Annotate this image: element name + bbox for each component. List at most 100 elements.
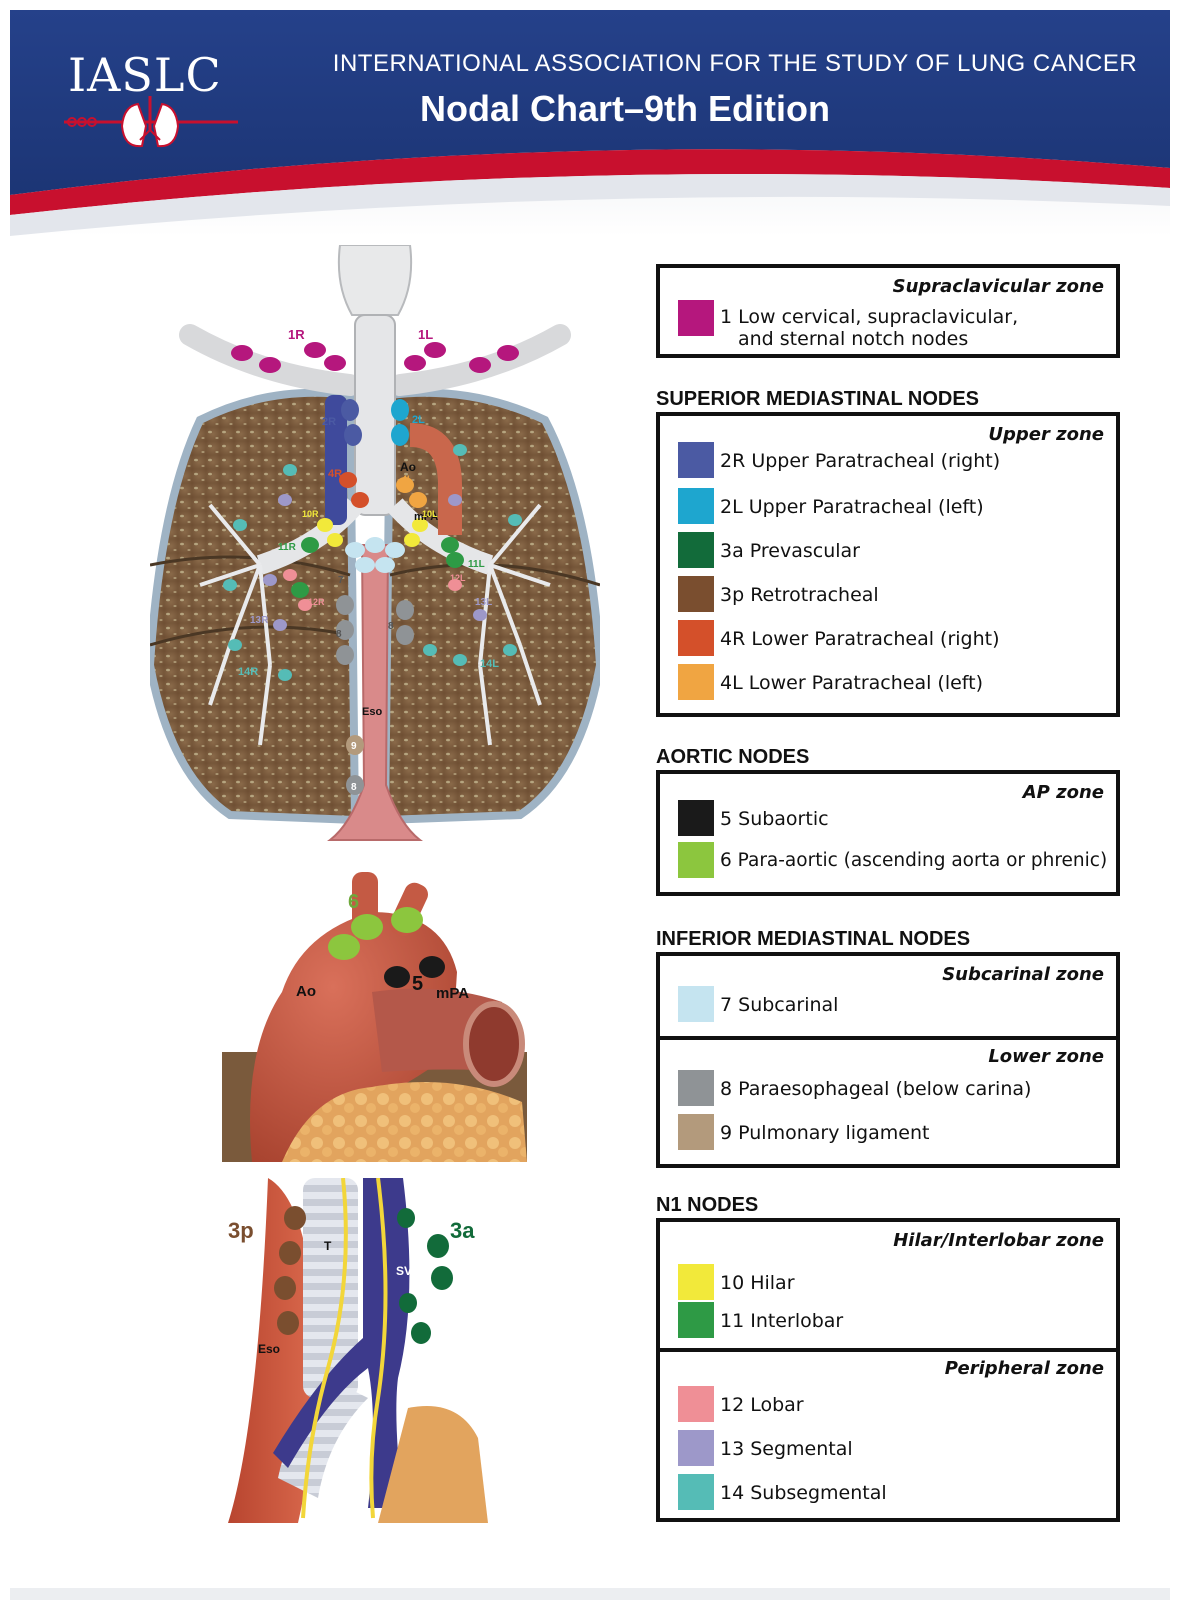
label-14r: 14R (238, 666, 258, 678)
legend-box-ap-zone: AP zone 5 Subaortic 6 Para-aortic (ascen… (656, 770, 1120, 896)
legend-label-2r: 2R Upper Paratracheal (right) (720, 450, 1001, 472)
label-ao: Ao (296, 983, 316, 1000)
lung-nodal-illustration: 1R 1L 2R 2L 4R 4L Ao mPA 7 8 8 9 8 Eso 1… (150, 245, 600, 841)
left-lung (380, 388, 600, 825)
nodes-station-13 (263, 494, 487, 631)
label-2r: 2R (322, 416, 336, 428)
nodes-station-5 (384, 956, 445, 988)
label-9: 9 (351, 741, 357, 752)
legend-label-10: 10 Hilar (720, 1272, 795, 1294)
nodes-station-4 (339, 472, 427, 508)
label-2l: 2L (412, 414, 425, 426)
legend-swatch-11 (678, 1302, 714, 1338)
legend-label-14: 14 Subsegmental (720, 1482, 887, 1504)
zone-upper: Upper zone (988, 424, 1104, 445)
label-8-right: 8 (388, 621, 394, 632)
zone-lower: Lower zone (988, 1046, 1104, 1067)
legend-label-5: 5 Subaortic (720, 808, 829, 830)
legend-swatch-10 (678, 1264, 714, 1300)
label-mpa: mPA (414, 511, 438, 523)
heading-inferior-mediastinal: INFERIOR MEDIASTINAL NODES (656, 928, 971, 950)
right-lung (150, 388, 360, 825)
legend-label-13: 13 Segmental (720, 1438, 853, 1460)
label-3a: 3a (450, 1218, 475, 1243)
header-banner: IASLC INTERNATIONAL ASSOCIATION FOR THE … (10, 10, 1170, 236)
label-6: 6 (348, 891, 359, 913)
legend-swatch-4l (678, 664, 714, 700)
legend-swatch-14 (678, 1474, 714, 1510)
label-14l: 14L (480, 658, 499, 670)
label-8-left: 8 (336, 629, 342, 640)
organization-name: INTERNATIONAL ASSOCIATION FOR THE STUDY … (332, 50, 1138, 77)
label-t: T (324, 1239, 332, 1253)
nodes-station-2 (341, 399, 409, 446)
zone-ap: AP zone (1022, 782, 1104, 803)
legend-box-upper-zone: Upper zone 2R Upper Paratracheal (right)… (656, 412, 1120, 717)
header-background (10, 10, 1170, 236)
legend-swatch-7 (678, 986, 714, 1022)
legend-swatch-13 (678, 1430, 714, 1466)
document-title: Nodal Chart–9th Edition (419, 88, 830, 129)
aortic-nodes-illustration: 6 5 Ao mPA (222, 872, 527, 1162)
mediastinum-illustration: 3p 3a T SVC Eso (228, 1178, 488, 1523)
logo-text: IASLC (68, 48, 222, 102)
label-eso: Eso (258, 1342, 280, 1356)
nodes-station-3p (274, 1206, 306, 1335)
legend-label-1-line2: and sternal notch nodes (738, 328, 969, 350)
legend-box-inferior: Subcarinal zone 7 Subcarinal Lower zone … (656, 952, 1120, 1168)
nodes-station-8 (336, 595, 414, 795)
legend-swatch-5 (678, 800, 714, 836)
legend-label-6: 6 Para-aortic (ascending aorta or phreni… (720, 850, 1108, 871)
legend-label-4r: 4R Lower Paratracheal (right) (720, 628, 1000, 650)
logo-lungs-icon (64, 96, 238, 148)
legend-label-9: 9 Pulmonary ligament (720, 1122, 930, 1144)
heading-aortic-nodes: AORTIC NODES (656, 746, 810, 768)
legend-swatch-2r (678, 442, 714, 478)
nodes-station-9 (346, 735, 364, 755)
label-10l: 10L (422, 509, 438, 519)
legend-label-7: 7 Subcarinal (720, 994, 839, 1016)
heading-superior-mediastinal: SUPERIOR MEDIASTINAL NODES (656, 388, 979, 410)
legend-swatch-9 (678, 1114, 714, 1150)
legend-swatch-8 (678, 1070, 714, 1106)
legend-swatch-3p (678, 576, 714, 612)
legend-label-2l: 2L Upper Paratracheal (left) (720, 496, 984, 518)
nodes-station-12 (283, 569, 462, 611)
legend-label-3a: 3a Prevascular (720, 540, 860, 562)
nodes-station-10 (317, 518, 428, 547)
zone-subcarinal: Subcarinal zone (942, 964, 1104, 985)
nodes-station-3a (397, 1208, 453, 1344)
nodes-station-1 (231, 342, 519, 373)
svc-vessel (325, 395, 347, 525)
nodes-station-14 (223, 444, 522, 681)
aortic-arch (409, 423, 462, 535)
label-4l: 4L (402, 474, 413, 484)
larynx (337, 245, 413, 316)
footer-bar (10, 1588, 1170, 1600)
legend-label-4l: 4L Lower Paratracheal (left) (720, 672, 984, 694)
legend-swatch-12 (678, 1386, 714, 1422)
label-svc: SVC (396, 1264, 421, 1278)
legend-label-12: 12 Lobar (720, 1394, 804, 1416)
label-5: 5 (412, 973, 423, 995)
label-1r: 1R (288, 327, 305, 342)
label-3p: 3p (228, 1218, 254, 1243)
legend-box-n1: Hilar/Interlobar zone 10 Hilar 11 Interl… (656, 1218, 1120, 1522)
nodes-station-6 (328, 907, 423, 960)
label-ao: Ao (400, 460, 416, 474)
label-7: 7 (338, 575, 344, 586)
zone-supraclavicular: Supraclavicular zone (892, 276, 1104, 297)
legend-swatch-6 (678, 842, 714, 878)
label-11l: 11L (468, 559, 485, 570)
legend-label-1-line1: 1 Low cervical, supraclavicular, (720, 306, 1019, 328)
legend-box-supraclavicular: Supraclavicular zone 1 Low cervical, sup… (656, 264, 1120, 358)
label-4r: 4R (328, 468, 342, 480)
legend-swatch-2l (678, 488, 714, 524)
legend-label-11: 11 Interlobar (720, 1310, 844, 1332)
label-13l: 13L (475, 597, 492, 608)
label-11r: 11R (278, 542, 297, 553)
legend-label-3p: 3p Retrotracheal (720, 584, 879, 606)
legend-swatch-1 (678, 300, 714, 336)
label-mpa: mPA (436, 985, 469, 1002)
legend-swatch-3a (678, 532, 714, 568)
